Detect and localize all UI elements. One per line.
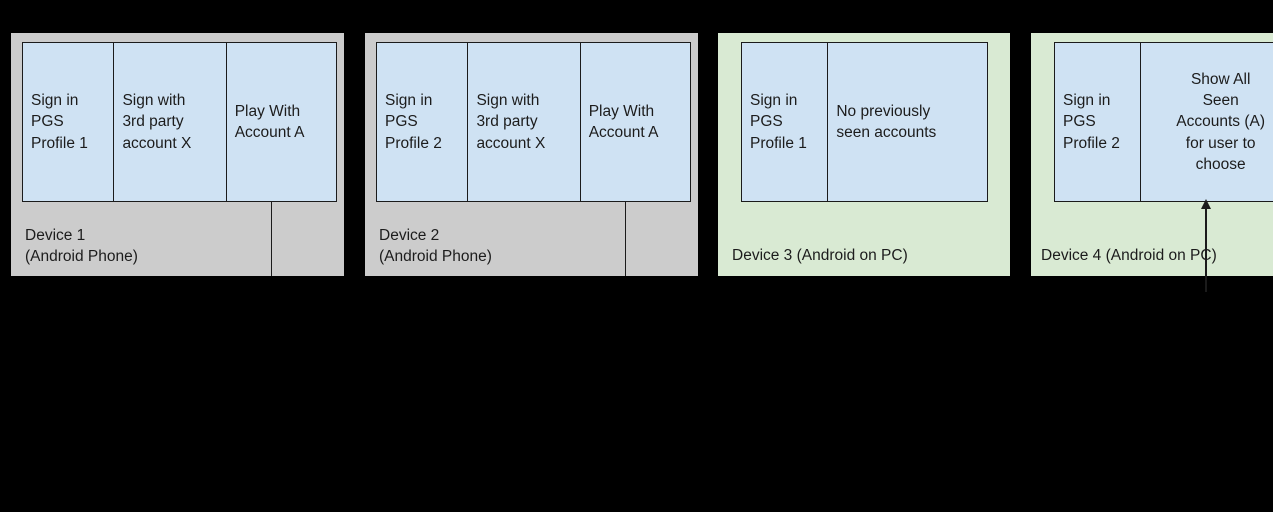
panel-1-divider: [271, 200, 273, 276]
device-4-label: Device 4 (Android on PC): [1041, 247, 1217, 264]
device-2-label: Device 2 (Android Phone): [379, 227, 492, 266]
device-4-arrow-shaft: [1205, 208, 1207, 292]
box-device-4-show-all-accounts[interactable]: Show All Seen Accounts (A) for user to c…: [1141, 43, 1273, 201]
box-device-2-signin[interactable]: Sign in PGS Profile 2: [377, 43, 469, 201]
box-device-2-third-party[interactable]: Sign with 3rd party account X: [468, 43, 581, 201]
panel-3-box-row: Sign in PGS Profile 1 No previously seen…: [741, 42, 988, 202]
device-3-label: Device 3 (Android on PC): [732, 247, 908, 264]
panel-2-box-row: Sign in PGS Profile 2 Sign with 3rd part…: [376, 42, 691, 202]
device-4-arrow-head: [1201, 199, 1211, 209]
device-1-label: Device 1 (Android Phone): [25, 227, 138, 266]
panel-device-3: Sign in PGS Profile 1 No previously seen…: [718, 33, 1010, 276]
panel-device-4: Sign in PGS Profile 2 Show All Seen Acco…: [1031, 33, 1273, 276]
box-device-2-play[interactable]: Play With Account A: [580, 43, 691, 201]
panel-4-box-row: Sign in PGS Profile 2 Show All Seen Acco…: [1054, 42, 1273, 202]
box-device-3-no-accounts[interactable]: No previously seen accounts: [828, 43, 987, 201]
box-device-1-play[interactable]: Play With Account A: [226, 43, 337, 201]
panel-1-box-row: Sign in PGS Profile 1 Sign with 3rd part…: [22, 42, 337, 202]
panel-device-2: Sign in PGS Profile 2 Sign with 3rd part…: [365, 33, 698, 276]
panel-2-divider: [625, 200, 627, 276]
panel-device-1: Sign in PGS Profile 1 Sign with 3rd part…: [11, 33, 344, 276]
box-device-3-signin[interactable]: Sign in PGS Profile 1: [742, 43, 829, 201]
box-device-1-third-party[interactable]: Sign with 3rd party account X: [114, 43, 227, 201]
box-device-1-signin[interactable]: Sign in PGS Profile 1: [23, 43, 115, 201]
box-device-4-signin[interactable]: Sign in PGS Profile 2: [1055, 43, 1142, 201]
